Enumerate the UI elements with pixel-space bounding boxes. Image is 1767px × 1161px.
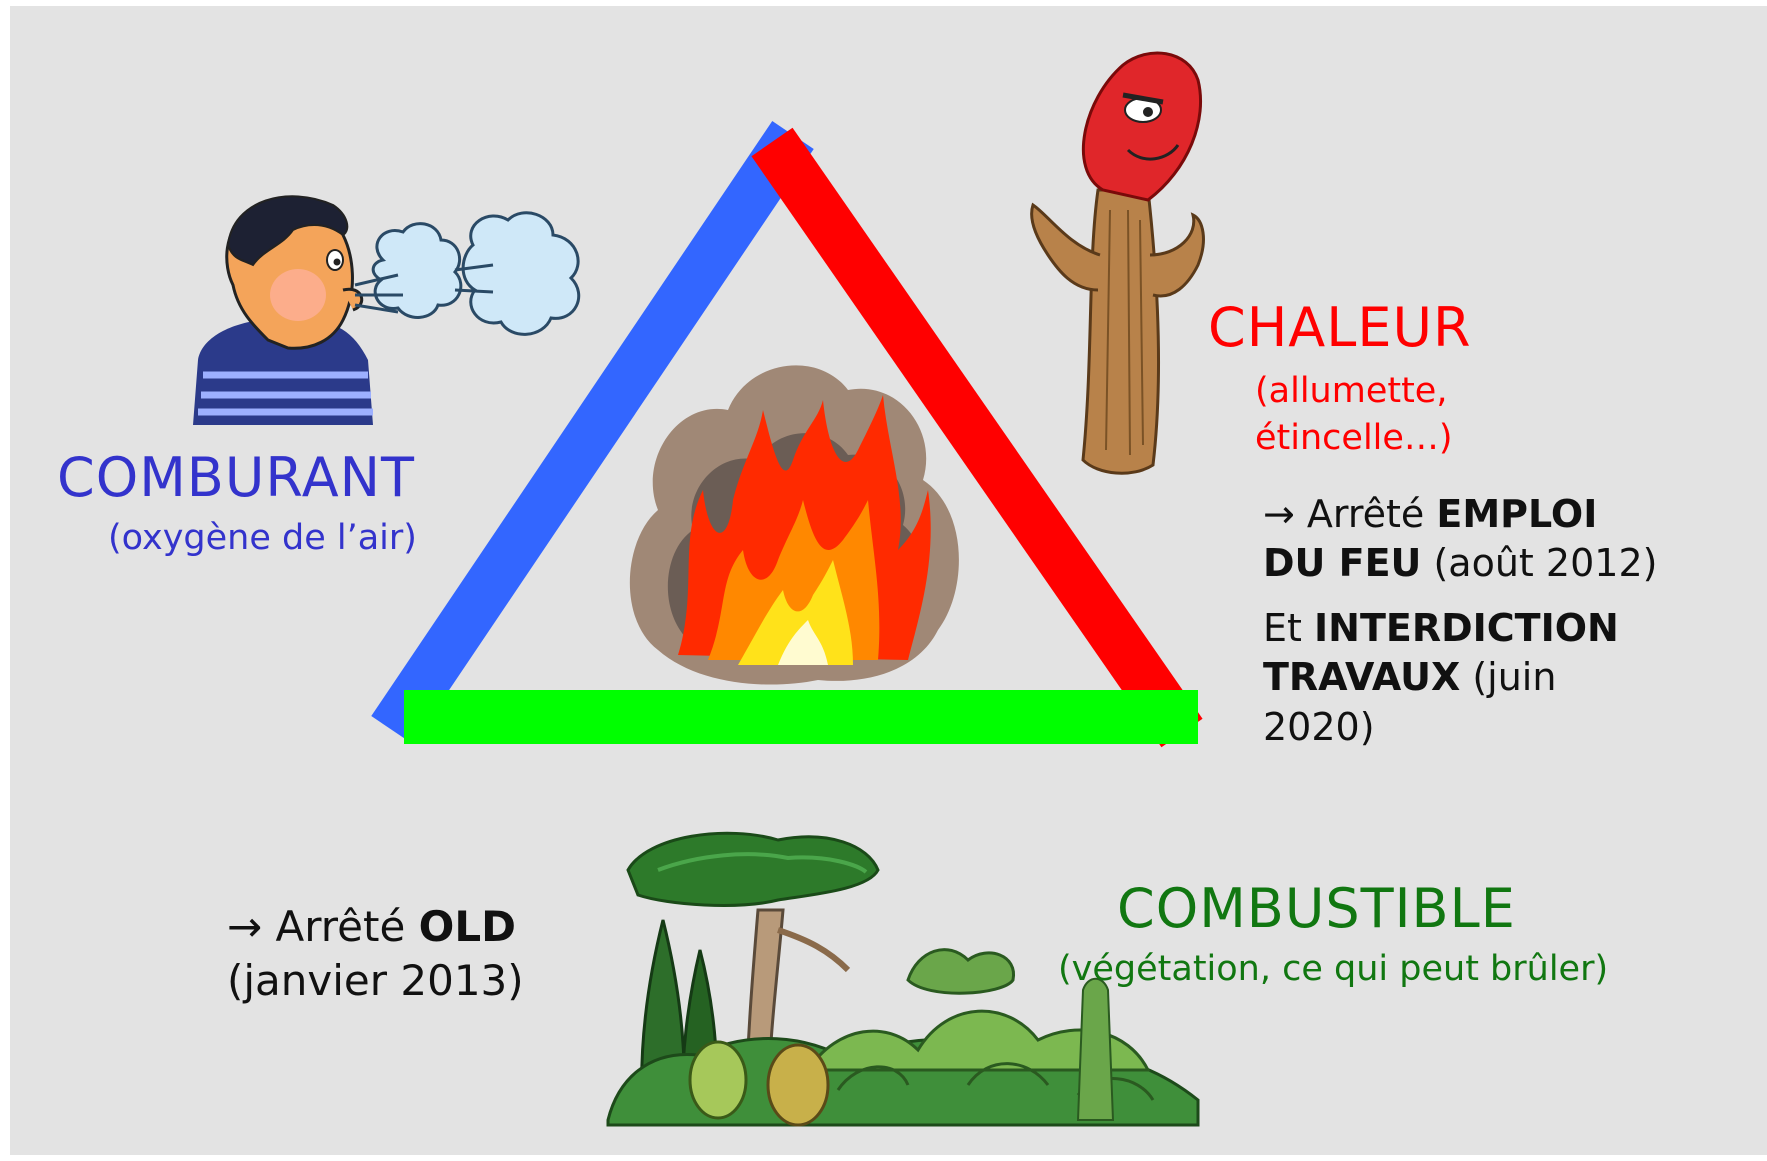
rule-keyword: TRAVAUX [1263,655,1461,700]
comburant-title: COMBURANT [57,446,416,509]
rule-keyword: INTERDICTION [1314,606,1619,650]
combustible-rule-old: → Arrêté OLD (janvier 2013) [227,900,524,1008]
triangle-side-comburant [371,121,814,744]
combustible-subtitle: (végétation, ce qui peut brûler) [1058,949,1609,989]
rule-text: → Arrêté [1263,492,1437,536]
chaleur-subtitle-line2: étincelle…) [1255,418,1453,458]
chaleur-rule-emploi-du-feu: → Arrêté EMPLOI DU FEU (août 2012) [1263,490,1657,589]
person-blowing-icon [193,195,581,425]
triangle-side-chaleur [751,127,1203,748]
angry-match-icon [1030,51,1205,475]
rule-keyword: OLD [418,902,516,951]
rule-date: (janvier 2013) [227,955,524,1005]
comburant-subtitle: (oxygène de l’air) [108,518,417,558]
chaleur-title: CHALEUR [1208,296,1472,359]
combustible-title: COMBUSTIBLE [1117,877,1516,940]
rule-date: 2020) [1263,704,1375,749]
fire-icon [629,365,959,685]
rule-date: (juin [1460,655,1557,700]
rule-text: → Arrêté [227,902,419,951]
chaleur-subtitle-line1: (allumette, [1255,371,1448,411]
triangle-side-combustible [404,690,1198,744]
rule-text: Et [1263,606,1314,650]
chaleur-rule-interdiction-travaux: Et INTERDICTION TRAVAUX (juin 2020) [1263,604,1619,752]
rule-keyword: EMPLOI [1436,492,1598,536]
vegetation-icon [606,831,1200,1127]
rule-date: (août 2012) [1421,541,1658,586]
rule-keyword: DU FEU [1263,541,1422,586]
